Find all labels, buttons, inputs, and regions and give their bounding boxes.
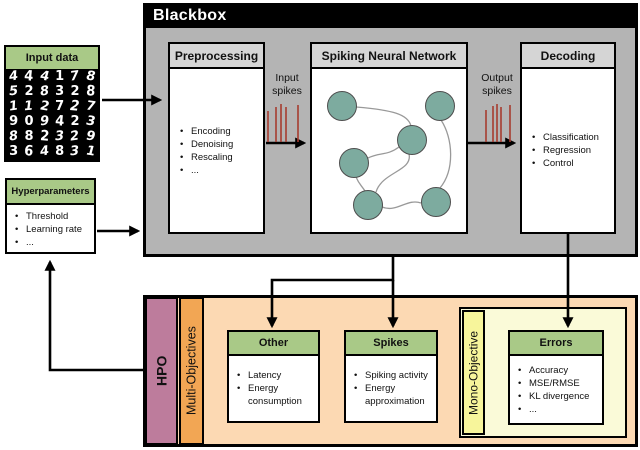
- handwritten-digit: 7: [55, 99, 65, 114]
- spikes-header: Spikes: [346, 332, 436, 356]
- preprocessing-panel: Preprocessing Encoding Denoising Rescali…: [168, 42, 265, 234]
- neuron-node: [339, 148, 369, 178]
- handwritten-digit: 1: [55, 69, 65, 84]
- neuron-node: [353, 190, 383, 220]
- list-item: Control: [526, 157, 610, 170]
- input-data-box: Input data: [4, 45, 100, 162]
- handwritten-digit: 4: [23, 67, 35, 86]
- list-item: Denoising: [174, 138, 259, 151]
- input-spikes-label: Input spikes: [272, 72, 302, 98]
- list-item: KL divergence: [512, 390, 600, 403]
- handwritten-digit: 9: [83, 128, 97, 145]
- handwritten-digit: 4: [38, 143, 50, 160]
- snn-network-graphic: [327, 91, 455, 220]
- handwritten-digit: 8: [8, 128, 20, 145]
- list-item: Rescaling: [174, 151, 259, 164]
- handwritten-digit: 2: [69, 97, 81, 116]
- output-spikes-label: Output spikes: [481, 72, 513, 98]
- multi-objectives-label-box: Multi-Objectives: [179, 297, 204, 445]
- other-objectives-box: Other Latency Energy consumption: [227, 330, 320, 423]
- list-item: ...: [174, 164, 259, 177]
- list-item: Accuracy: [512, 364, 600, 377]
- handwritten-digit: 8: [24, 129, 34, 144]
- hyperparameters-list: Threshold Learning rate ...: [7, 205, 94, 253]
- list-item: Regression: [526, 144, 610, 157]
- hyperparameters-header: Hyperparameters: [7, 180, 94, 205]
- errors-objectives-box: Errors Accuracy MSE/RMSE KL divergence .…: [508, 330, 604, 425]
- hpo-label: HPO: [153, 355, 170, 387]
- handwritten-digit: 2: [37, 98, 51, 115]
- other-header: Other: [229, 332, 318, 356]
- list-item: MSE/RMSE: [512, 377, 600, 390]
- snn-panel: Spiking Neural Network: [310, 42, 468, 234]
- decoding-list: Classification Regression Control: [522, 69, 614, 232]
- neuron-node: [425, 91, 455, 121]
- snn-header: Spiking Neural Network: [312, 44, 466, 69]
- spikes-list: Spiking activity Energy approximation: [346, 356, 436, 421]
- list-item: ...: [9, 236, 92, 249]
- mono-objective-label: Mono-Objective: [466, 330, 481, 415]
- mono-objective-label-box: Mono-Objective: [462, 310, 485, 435]
- multi-objectives-label: Multi-Objectives: [184, 326, 199, 416]
- handwritten-digit: 9: [9, 114, 19, 129]
- list-item: Energy approximation: [348, 382, 434, 408]
- list-item: ...: [512, 403, 600, 416]
- handwritten-digit: 8: [55, 144, 65, 159]
- handwritten-digit: 6: [23, 142, 35, 161]
- list-item: Threshold: [9, 210, 92, 223]
- hyperparameters-box: Hyperparameters Threshold Learning rate …: [5, 178, 96, 254]
- blackbox-titlebar: Blackbox: [143, 3, 638, 28]
- hpo-label-box: HPO: [145, 297, 178, 445]
- handwritten-digit: 7: [83, 98, 97, 115]
- handwritten-digit: 2: [24, 84, 34, 99]
- neuron-node: [421, 187, 451, 217]
- handwritten-digit: 1: [83, 143, 97, 160]
- handwritten-digit: 0: [24, 114, 34, 129]
- list-item: Classification: [526, 131, 610, 144]
- spikes-objectives-box: Spikes Spiking activity Energy approxima…: [344, 330, 438, 423]
- neuron-node: [397, 125, 427, 155]
- neuron-nodes: [327, 91, 455, 220]
- list-item: Energy consumption: [231, 382, 316, 408]
- handwritten-digit: 3: [83, 113, 97, 130]
- input-data-header: Input data: [6, 47, 98, 71]
- handwritten-digit: 3: [9, 144, 19, 159]
- list-item: Encoding: [174, 125, 259, 138]
- handwritten-digit: 2: [70, 114, 80, 129]
- decoding-panel: Decoding Classification Regression Contr…: [520, 42, 616, 234]
- preprocessing-header: Preprocessing: [170, 44, 263, 69]
- other-list: Latency Energy consumption: [229, 356, 318, 421]
- arrow-hpo-to-hyperparameters: [44, 259, 146, 372]
- blackbox-title: Blackbox: [153, 6, 227, 24]
- list-item: Learning rate: [9, 223, 92, 236]
- decoding-header: Decoding: [522, 44, 614, 69]
- list-item: Spiking activity: [348, 369, 434, 382]
- errors-header: Errors: [510, 332, 602, 356]
- synapse-lines: [355, 106, 452, 209]
- handwritten-digit: 3: [55, 84, 65, 99]
- neuron-node: [327, 91, 357, 121]
- errors-list: Accuracy MSE/RMSE KL divergence ...: [510, 356, 602, 423]
- handwritten-digit: 2: [70, 84, 80, 99]
- list-item: Latency: [231, 369, 316, 382]
- preprocessing-list: Encoding Denoising Rescaling ...: [170, 69, 263, 232]
